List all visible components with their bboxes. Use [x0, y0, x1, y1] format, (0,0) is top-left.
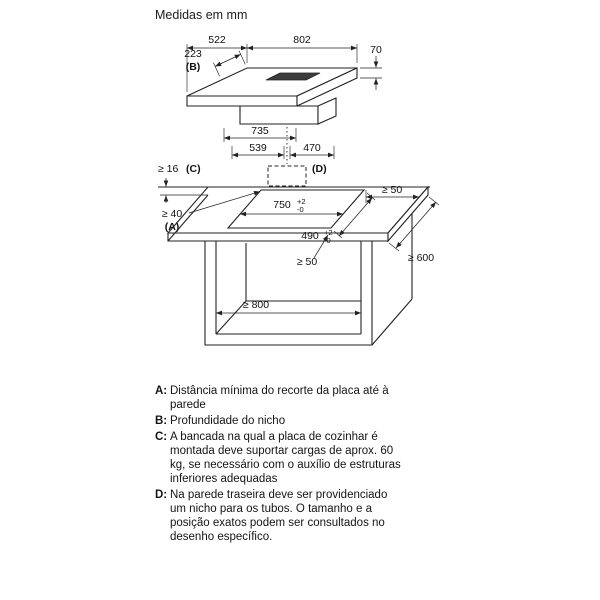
- cabinet-side-bottom-edge: [371, 298, 413, 346]
- duct-box-side: [317, 97, 337, 125]
- dim-223: 223: [184, 48, 202, 60]
- legend-key-a: A:: [155, 385, 168, 397]
- dim-522: 522: [208, 34, 226, 46]
- legend-item-c: C: A bancada na qual a placa de cozinhar…: [155, 430, 417, 486]
- tol-minus-750: -0: [297, 205, 304, 214]
- legend-key-c: C:: [155, 431, 168, 443]
- legend-text-b: Profundidade do nicho: [170, 415, 286, 427]
- label-A: (A): [165, 221, 180, 233]
- dim-min-50-front: ≥ 50: [297, 256, 318, 268]
- dim-735: 735: [251, 125, 269, 137]
- dim-70: 70: [370, 44, 382, 56]
- page-title: Medidas em mm: [155, 8, 248, 22]
- legend-key-b: B:: [155, 415, 168, 427]
- dim-490: 490: [301, 230, 319, 242]
- legend-key-d: D:: [155, 489, 168, 501]
- dim-min-600: ≥ 600: [408, 252, 434, 264]
- legend-item-d: D: Na parede traseira deve ser providenc…: [155, 488, 417, 544]
- worktop-front-face: [167, 232, 389, 242]
- cabinet-view: [204, 214, 413, 346]
- dim-470: 470: [303, 142, 321, 154]
- tol-plus-750: +2: [297, 197, 306, 206]
- dim-min-50-side: ≥ 50: [382, 184, 403, 196]
- dim-802: 802: [293, 34, 311, 46]
- tol-plus-490: +2: [324, 228, 333, 237]
- legend-text-c: A bancada na qual a placa de cozinhar é …: [170, 431, 401, 485]
- dim-750: 750: [273, 199, 291, 211]
- hob-isometric-view: [186, 67, 358, 125]
- hob-dimensions: 522 802 223 (B) 70 735 539 470: [184, 34, 382, 164]
- vent-grate: [265, 72, 321, 81]
- cabinet-front-frame: [204, 240, 373, 346]
- legend-item-b: B: Profundidade do nicho: [155, 414, 417, 428]
- installation-diagram: 522 802 223 (B) 70 735 539 470: [158, 34, 440, 346]
- worktop-dimensions: ≥ 16 (C) (D) ≥ 40 (A) 750 +2 -0 490 +2 -…: [158, 163, 440, 316]
- hob-right-face: [296, 67, 358, 107]
- legend-item-a: A: Distância mínima do recorte da placa …: [155, 384, 417, 412]
- legend-text-a: Distância mínima do recorte da placa até…: [170, 385, 389, 411]
- dim-min-40: ≥ 40: [162, 208, 183, 220]
- label-D: (D): [312, 163, 327, 175]
- worktop-cutout: [226, 189, 366, 229]
- dim-min-800: ≥ 800: [243, 299, 269, 311]
- legend: A: Distância mínima do recorte da placa …: [155, 384, 417, 546]
- label-C: (C): [186, 163, 201, 175]
- hob-front-face: [186, 95, 298, 107]
- label-B: (B): [186, 61, 201, 73]
- worktop-isometric-view: [158, 165, 430, 243]
- dim-min-16: ≥ 16: [158, 163, 179, 175]
- duct-box-front: [239, 105, 319, 125]
- legend-text-d: Na parede traseira deve ser providenciad…: [170, 489, 388, 543]
- wall-niche-outline: [267, 165, 307, 187]
- dim-539: 539: [249, 142, 267, 154]
